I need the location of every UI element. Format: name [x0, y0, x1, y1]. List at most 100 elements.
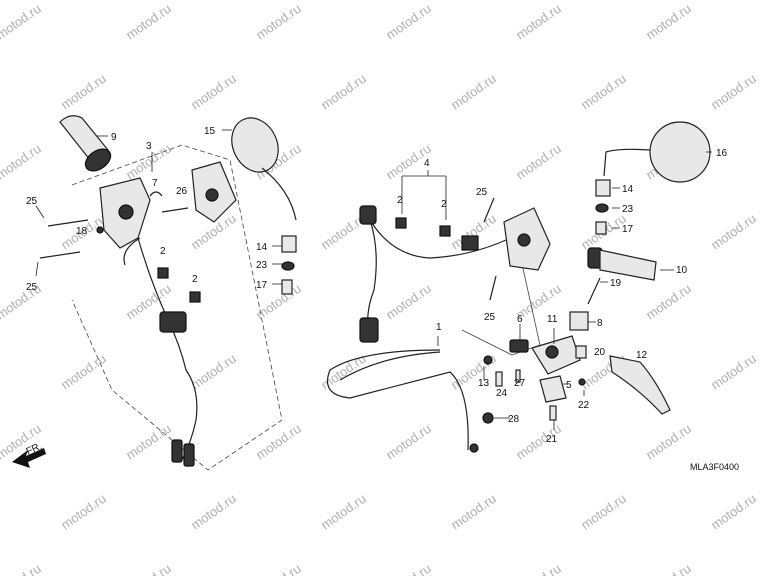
left-terminal-b — [183, 443, 195, 467]
collar-14a — [281, 235, 297, 253]
right-switch-housing — [503, 207, 551, 271]
callout-3: 3 — [146, 141, 152, 152]
watermark-text: motod.ru — [253, 1, 304, 43]
callout-19: 19 — [610, 278, 622, 289]
left-switch-housing — [99, 161, 237, 249]
center-harness — [359, 205, 507, 343]
watermark-text: motod.ru — [708, 71, 759, 113]
callout-23-left: 23 — [256, 260, 268, 271]
spring-7 — [149, 191, 163, 197]
callout-17-left: 17 — [256, 280, 268, 291]
callout-12: 12 — [636, 350, 648, 361]
watermark-text: motod.ru — [0, 1, 44, 43]
clip-2d — [189, 291, 201, 303]
callout-26: 26 — [176, 186, 188, 197]
collar-14b — [595, 179, 611, 197]
watermark-text: motod.ru — [188, 491, 239, 533]
callout-4: 4 — [424, 158, 430, 169]
watermark-text: motod.ru — [383, 281, 434, 323]
callout-2-center-a: 2 — [397, 195, 403, 206]
callout-9: 9 — [111, 132, 117, 143]
callout-21: 21 — [546, 434, 558, 445]
watermark-text: motod.ru — [0, 281, 44, 323]
watermark-text: motod.ru — [513, 141, 564, 183]
callout-25-left-lower: 25 — [26, 282, 38, 293]
callout-18: 18 — [76, 226, 88, 237]
nut-23a — [281, 261, 295, 271]
watermark-text: motod.ru — [708, 491, 759, 533]
watermark-text: motod.ru — [383, 421, 434, 463]
callout-24: 24 — [496, 388, 508, 399]
callout-1: 1 — [436, 322, 442, 333]
screw-25b — [39, 251, 81, 259]
callout-2-left-lower: 2 — [192, 274, 198, 285]
washer-24 — [495, 371, 503, 387]
watermark-text: motod.ru — [643, 1, 694, 43]
left-mirror — [231, 117, 297, 221]
watermark-text: motod.ru — [383, 1, 434, 43]
callout-23-right: 23 — [622, 204, 634, 215]
watermark-text: motod.ru — [448, 71, 499, 113]
callout-15: 15 — [204, 126, 216, 137]
watermark-text: motod.ru — [123, 1, 174, 43]
watermark-text: motod.ru — [123, 421, 174, 463]
assembly-outline-3 — [71, 144, 283, 471]
watermark-text: motod.ru — [578, 71, 629, 113]
callout-8: 8 — [597, 318, 603, 329]
watermark-text: motod.ru — [643, 281, 694, 323]
watermark-text: motod.ru — [643, 561, 694, 576]
screw-26 — [161, 207, 189, 213]
watermark-text: motod.ru — [58, 71, 109, 113]
watermark-text: motod.ru — [578, 491, 629, 533]
callouts: 1 2 2 2 2 3 4 5 6 7 8 9 10 11 12 13 14 1… — [26, 126, 728, 445]
callout-25-center-upper: 25 — [476, 187, 488, 198]
callout-14-right: 14 — [622, 184, 634, 195]
screw-25a — [47, 219, 89, 227]
left-connector — [159, 311, 187, 333]
lever-bracket — [531, 335, 581, 403]
left-harness-wire — [137, 237, 198, 461]
callout-27: 27 — [514, 378, 526, 389]
callout-13: 13 — [478, 378, 490, 389]
callout-20: 20 — [594, 347, 606, 358]
callout-5: 5 — [566, 380, 572, 391]
callout-16: 16 — [716, 148, 728, 159]
callout-10: 10 — [676, 265, 688, 276]
watermark-text: motod.ru — [448, 491, 499, 533]
bolt-17b — [595, 221, 607, 235]
diagram-code: MLA3F0400 — [690, 462, 739, 472]
screw-21 — [549, 405, 557, 421]
watermark-text: motod.ru — [58, 351, 109, 393]
leader-lines — [35, 129, 712, 430]
callout-14-left: 14 — [256, 242, 268, 253]
pivot-20 — [575, 345, 587, 359]
throttle-cable-b — [339, 351, 441, 381]
callout-22: 22 — [578, 400, 590, 411]
screw-18 — [96, 226, 104, 234]
callout-28: 28 — [508, 414, 520, 425]
screw-25d — [489, 275, 497, 301]
throttle-cable — [326, 349, 469, 451]
holder-8 — [569, 311, 589, 331]
switch-6 — [509, 339, 529, 353]
clutch-lever — [609, 355, 671, 415]
watermark-text: motod.ru — [513, 1, 564, 43]
callout-7: 7 — [152, 178, 158, 189]
left-terminal-a — [171, 439, 183, 463]
watermark-text: motod.ru — [708, 211, 759, 253]
watermark-text: motod.ru — [643, 421, 694, 463]
right-grip — [587, 247, 657, 281]
front-arrow: FR. — [12, 441, 46, 468]
callout-2-left-upper: 2 — [160, 246, 166, 257]
watermark-text: motod.ru — [513, 561, 564, 576]
callout-2-center-b: 2 — [441, 199, 447, 210]
left-harness-wire-b — [123, 237, 141, 266]
watermark-text: motod.ru — [318, 71, 369, 113]
watermark-text: motod.ru — [318, 491, 369, 533]
nut-23b — [595, 203, 609, 213]
watermark-text: motod.ru — [58, 491, 109, 533]
watermark-text: motod.ru — [383, 561, 434, 576]
nut-28 — [482, 412, 494, 424]
callout-11: 11 — [547, 314, 558, 325]
